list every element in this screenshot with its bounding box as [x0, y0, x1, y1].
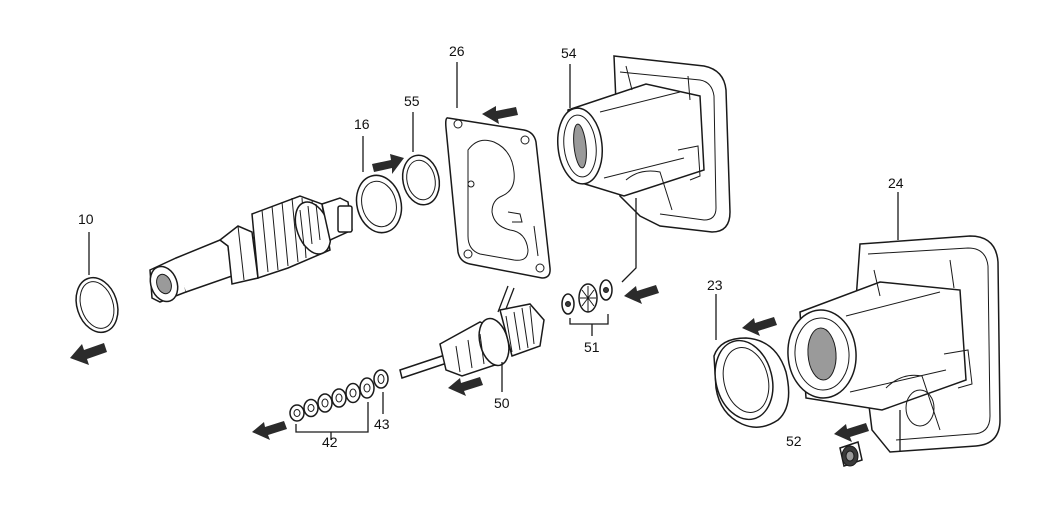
label-43: 43	[374, 416, 390, 432]
arrow-icon	[252, 421, 287, 440]
arrow-icon	[742, 317, 777, 336]
label-24: 24	[888, 175, 904, 191]
label-42: 42	[322, 434, 338, 450]
part-10-oring	[75, 276, 119, 334]
arrow-icon	[624, 285, 659, 304]
label-23: 23	[707, 277, 723, 293]
part-50-rotor	[399, 285, 545, 379]
bracket-42	[295, 402, 369, 433]
arrow-icon	[482, 106, 518, 124]
label-10: 10	[78, 211, 94, 227]
label-50: 50	[494, 395, 510, 411]
part-23-ring	[713, 337, 790, 428]
bracket-51	[569, 314, 609, 325]
part-43-washer	[373, 369, 389, 389]
part-26-gasket	[445, 117, 551, 279]
part-55-ring	[401, 154, 441, 206]
anvil-shaft-assembly	[149, 195, 353, 303]
label-26: 26	[449, 43, 465, 59]
label-55: 55	[404, 93, 420, 109]
arrow-icon	[834, 423, 869, 442]
part-51-bearing-group	[561, 279, 613, 315]
part-54-housing	[557, 55, 731, 233]
leader-54-to-51	[621, 198, 637, 283]
arrow-icon	[372, 154, 404, 174]
part-16-ring	[355, 174, 403, 234]
arrow-icon	[448, 377, 483, 396]
arrow-icon	[70, 343, 107, 365]
part-42-washer-stack	[289, 377, 375, 422]
label-54: 54	[561, 45, 577, 61]
label-51: 51	[584, 339, 600, 355]
part-52-bearing	[839, 441, 863, 467]
label-16: 16	[354, 116, 370, 132]
part-24-housing	[787, 235, 1001, 453]
label-52: 52	[786, 433, 802, 449]
